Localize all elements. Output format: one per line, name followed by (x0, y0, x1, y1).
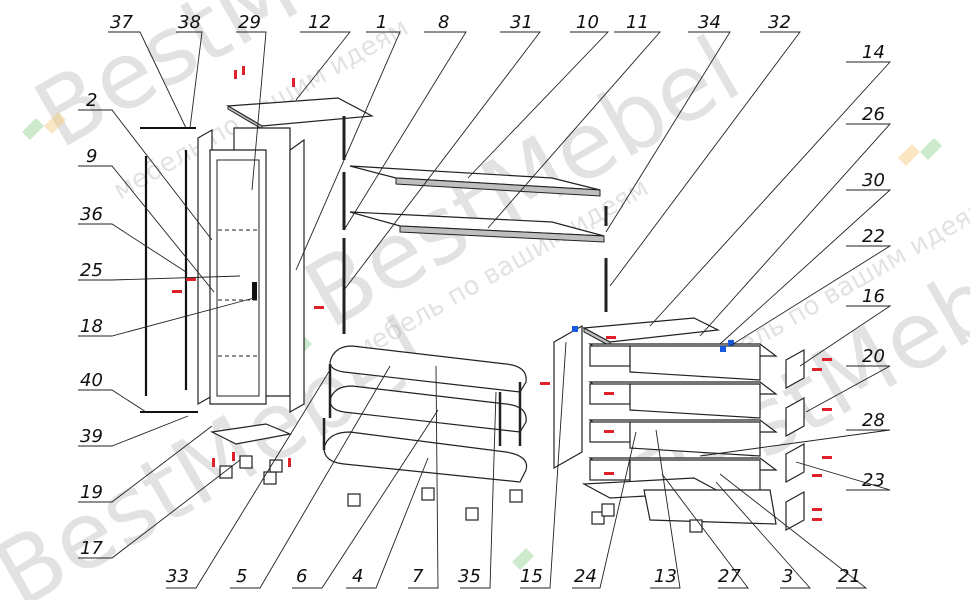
callout-35: 35 (458, 566, 481, 587)
callout-2: 2 (86, 90, 97, 111)
callout-16: 16 (862, 286, 885, 307)
callout-23: 23 (862, 470, 885, 491)
callout-26: 26 (862, 104, 885, 125)
callout-38: 38 (178, 12, 201, 33)
callout-18: 18 (80, 316, 103, 337)
drawer (588, 343, 778, 381)
callout-14: 14 (862, 42, 885, 63)
round-shelf-unit-group (322, 345, 550, 521)
callout-6: 6 (296, 566, 307, 587)
callout-15: 15 (520, 566, 543, 587)
callout-29: 29 (238, 12, 261, 33)
tall-cabinet-group (140, 66, 375, 485)
callout-7: 7 (412, 566, 424, 587)
callout-1: 1 (376, 12, 387, 33)
drawer (588, 419, 778, 457)
callout-13: 13 (654, 566, 677, 587)
callout-4: 4 (352, 566, 363, 587)
callout-24: 24 (574, 566, 597, 587)
callout-40: 40 (80, 370, 103, 391)
callout-27: 27 (718, 566, 741, 587)
callout-37: 37 (110, 12, 133, 33)
callout-3: 3 (782, 566, 793, 587)
drawer (588, 381, 778, 419)
callout-30: 30 (862, 170, 885, 191)
callout-19: 19 (80, 482, 103, 503)
leader-lines (78, 31, 892, 589)
callout-21: 21 (838, 566, 861, 587)
callout-9: 9 (86, 146, 97, 167)
callout-5: 5 (236, 566, 247, 587)
callout-34: 34 (698, 12, 721, 33)
callout-12: 12 (308, 12, 331, 33)
callout-31: 31 (510, 12, 533, 33)
callout-28: 28 (862, 410, 885, 431)
callout-10: 10 (576, 12, 599, 33)
callout-33: 33 (166, 566, 189, 587)
callout-8: 8 (438, 12, 449, 33)
callout-36: 36 (80, 204, 103, 225)
callout-25: 25 (80, 260, 103, 281)
callout-17: 17 (80, 538, 103, 559)
drawer-chest-group (553, 317, 832, 533)
callout-22: 22 (862, 226, 885, 247)
wall-shelves-group (314, 165, 608, 334)
callout-20: 20 (862, 346, 885, 367)
callout-11: 11 (626, 12, 649, 33)
callout-39: 39 (80, 426, 103, 447)
callout-labels: 37 38 29 12 1 8 31 10 11 34 32 14 26 30 … (80, 12, 885, 587)
callout-32: 32 (768, 12, 791, 33)
